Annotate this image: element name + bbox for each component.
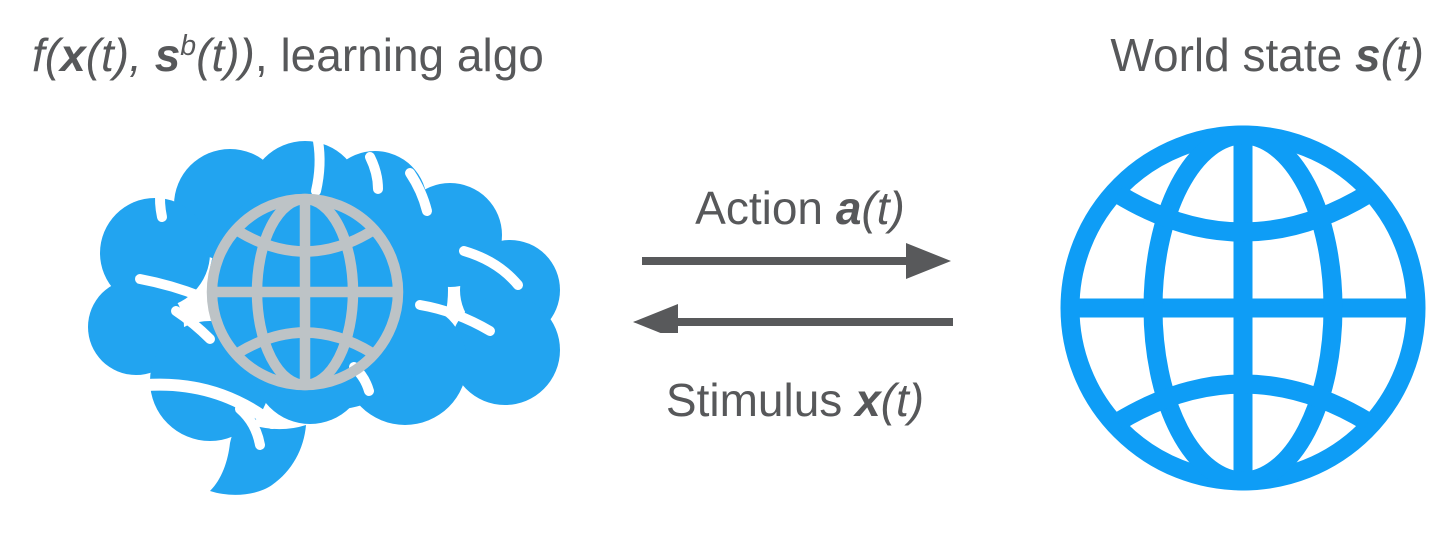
world-label-prefix: World state [1110,29,1355,81]
stimulus-var: x [855,374,881,426]
embedded-globe-icon [206,193,404,391]
formula-after-x: (t), [85,29,155,81]
brain-stem [210,421,306,495]
action-label-text: Action [695,182,836,234]
brain-sulci [122,136,523,450]
formula-s: s [154,29,181,81]
stimulus-arrow-left [633,304,953,333]
brain-label: f(x(t), sb(t)), learning algo [32,30,544,81]
stimulus-label-text: Stimulus [665,374,856,426]
formula-rest: , learning algo [254,29,544,81]
stimulus-label: Stimulus x(t) [630,376,960,424]
world-label: World state s(t) [1110,30,1424,81]
formula-after-s: (t)) [196,29,255,81]
formula-sup-b: b [180,30,197,63]
world-globe-icon [1060,125,1426,491]
stimulus-t: (t) [880,374,925,426]
brain-icon [88,136,560,495]
world-globe-grid [1060,125,1426,491]
action-t: (t) [861,182,905,234]
action-var: a [835,182,862,234]
formula-f: f( [32,29,61,81]
action-arrow-right [642,243,951,279]
brain-silhouette [88,141,560,495]
action-label: Action a(t) [635,184,965,232]
flow-arrows [633,243,953,333]
formula-x: x [60,29,86,81]
world-label-s: s [1354,29,1381,81]
world-label-t: (t) [1380,29,1424,81]
